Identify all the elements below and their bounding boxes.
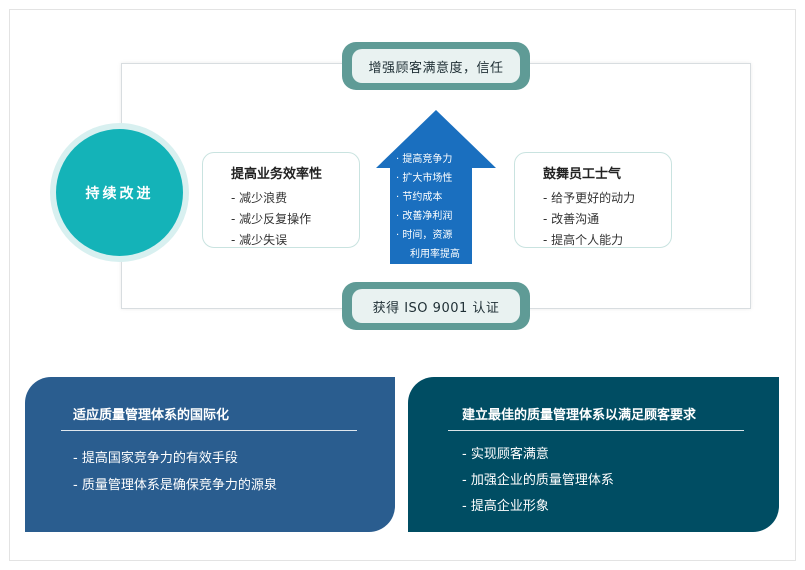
morale-item: - 改善沟通 — [543, 212, 600, 226]
panel-divider — [448, 430, 744, 431]
efficiency-card: 提高业务效率性 - 减少浪费 - 减少反复操作 - 减少失误 — [202, 152, 360, 248]
morale-card-title: 鼓舞员工士气 — [543, 167, 622, 182]
top-banner: 增强顾客满意度，信任 — [342, 42, 530, 90]
arrow-benefit-item: · 扩大市场性 — [396, 173, 453, 184]
arrow-benefit-item: · 节约成本 — [396, 192, 443, 203]
top-banner-label: 增强顾客满意度，信任 — [352, 49, 520, 83]
efficiency-card-title: 提高业务效率性 — [231, 167, 323, 182]
customer-requirements-panel: 建立最佳的质量管理体系以满足顾客要求 - 实现顾客满意 - 加强企业的质量管理体… — [408, 377, 779, 532]
internationalization-item: - 提高国家竞争力的有效手段 — [73, 451, 238, 466]
panel-divider — [61, 430, 357, 431]
morale-item: - 给予更好的动力 — [543, 191, 636, 205]
efficiency-item: - 减少反复操作 — [231, 212, 312, 226]
efficiency-item: - 减少浪费 — [231, 191, 288, 205]
internationalization-item: - 质量管理体系是确保竞争力的源泉 — [73, 478, 277, 493]
customer-requirements-item: - 实现顾客满意 — [462, 447, 549, 462]
outer-frame — [9, 9, 796, 561]
up-arrow-icon — [376, 110, 496, 264]
efficiency-item: - 减少失误 — [231, 233, 288, 247]
bottom-banner: 获得 ISO 9001 认证 — [342, 282, 530, 330]
bottom-banner-label: 获得 ISO 9001 认证 — [352, 289, 520, 323]
arrow-benefit-item: · 改善净利润 — [396, 211, 453, 222]
morale-card: 鼓舞员工士气 - 给予更好的动力 - 改善沟通 - 提高个人能力 — [514, 152, 672, 248]
continuous-improvement-circle: 持续改进 — [56, 129, 183, 256]
arrow-benefit-item: · 时间，资源 — [396, 230, 453, 241]
internationalization-panel-title: 适应质量管理体系的国际化 — [73, 408, 230, 423]
customer-requirements-item: - 加强企业的质量管理体系 — [462, 473, 614, 488]
internationalization-panel: 适应质量管理体系的国际化 - 提高国家竞争力的有效手段 - 质量管理体系是确保竞… — [25, 377, 395, 532]
arrow-benefit-item: · 提高竞争力 — [396, 154, 453, 165]
customer-requirements-panel-title: 建立最佳的质量管理体系以满足顾客要求 — [462, 408, 697, 423]
customer-requirements-item: - 提高企业形象 — [462, 499, 549, 514]
morale-item: - 提高个人能力 — [543, 233, 624, 247]
arrow-benefit-item: 利用率提高 — [410, 249, 460, 260]
arrow-benefits-list: · 提高竞争力 · 扩大市场性 · 节约成本 · 改善净利润 · 时间，资源 利… — [396, 150, 476, 264]
